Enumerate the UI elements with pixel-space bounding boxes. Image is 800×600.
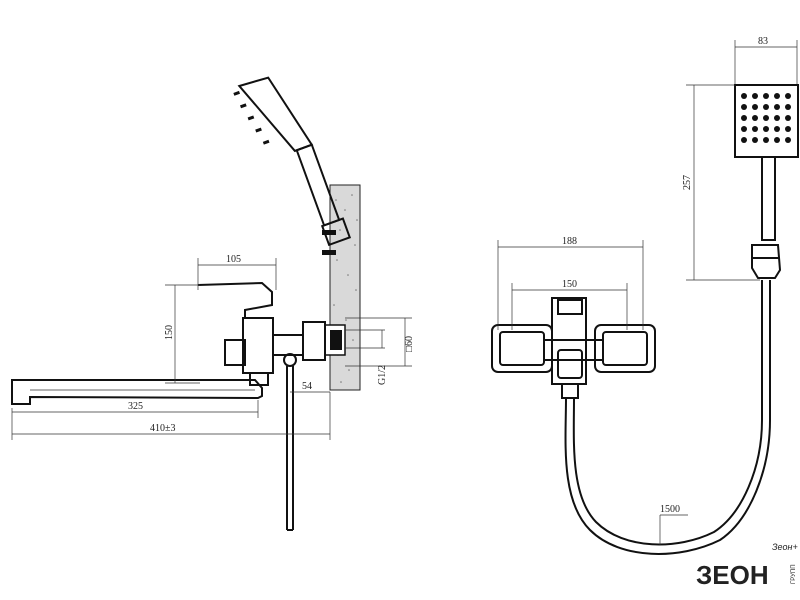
dim-square-connector: □60 xyxy=(404,336,415,352)
dim-hose-length: 1500 xyxy=(660,504,680,515)
nozzle-dot xyxy=(763,93,769,99)
dim-thread: G1/2 xyxy=(377,365,388,385)
nozzle-dot xyxy=(785,104,791,110)
dim-overall-width: 188 xyxy=(562,236,577,247)
brand-logo-sub: ГРУПП xyxy=(791,564,797,584)
nozzle-dot xyxy=(752,126,758,132)
nozzle-dot xyxy=(785,126,791,132)
nozzle-dot xyxy=(741,115,747,121)
nozzle-dot xyxy=(774,104,780,110)
nozzle-dot xyxy=(763,137,769,143)
brand-logo-text: ЗЕОН xyxy=(696,560,769,590)
brand-caption: Зеон+ xyxy=(772,542,798,552)
shower-head-dimensions: 83 257 xyxy=(682,36,798,281)
dim-wall-offset: 54 xyxy=(302,381,312,392)
nozzle-dot xyxy=(763,126,769,132)
nozzle-dot xyxy=(785,93,791,99)
nozzle-dot xyxy=(752,137,758,143)
nozzle-dot xyxy=(774,137,780,143)
nozzle-dot xyxy=(774,126,780,132)
side-view: 105 150 325 410±3 54 □60 xyxy=(11,76,415,531)
nozzle-dot xyxy=(752,115,758,121)
nozzle-dot xyxy=(785,137,791,143)
nozzle-dot xyxy=(752,104,758,110)
nozzle-dot xyxy=(763,115,769,121)
long-spout xyxy=(11,379,263,405)
side-view-dimensions: 105 150 325 410±3 54 □60 xyxy=(11,254,415,440)
dim-handle-width: 105 xyxy=(226,254,241,265)
dim-body-height: 150 xyxy=(164,325,175,340)
nozzle-dot xyxy=(741,137,747,143)
nozzle-dot xyxy=(741,104,747,110)
dim-center-distance: 150 xyxy=(562,279,577,290)
mixer-body-side xyxy=(197,281,326,531)
nozzle-dot xyxy=(741,126,747,132)
nozzle-dot xyxy=(774,93,780,99)
hand-shower-side xyxy=(233,76,352,247)
front-view-dimensions: 188 150 1500 xyxy=(497,236,688,545)
nozzle-dot xyxy=(785,115,791,121)
dim-handset-length: 257 xyxy=(682,175,693,190)
wall-section xyxy=(322,184,361,391)
dim-spout-reach: 325 xyxy=(128,401,143,412)
nozzle-dot xyxy=(741,93,747,99)
nozzle-dot xyxy=(774,115,780,121)
dim-total-reach: 410±3 xyxy=(150,423,176,434)
front-view: 188 150 1500 xyxy=(491,236,771,555)
shower-head-front: 83 257 xyxy=(682,36,799,281)
nozzle-dot xyxy=(752,93,758,99)
nozzle-dot xyxy=(763,104,769,110)
brand-area: Зеон+ ЗЕОН ГРУПП xyxy=(696,542,798,590)
dim-head-width: 83 xyxy=(758,36,768,47)
